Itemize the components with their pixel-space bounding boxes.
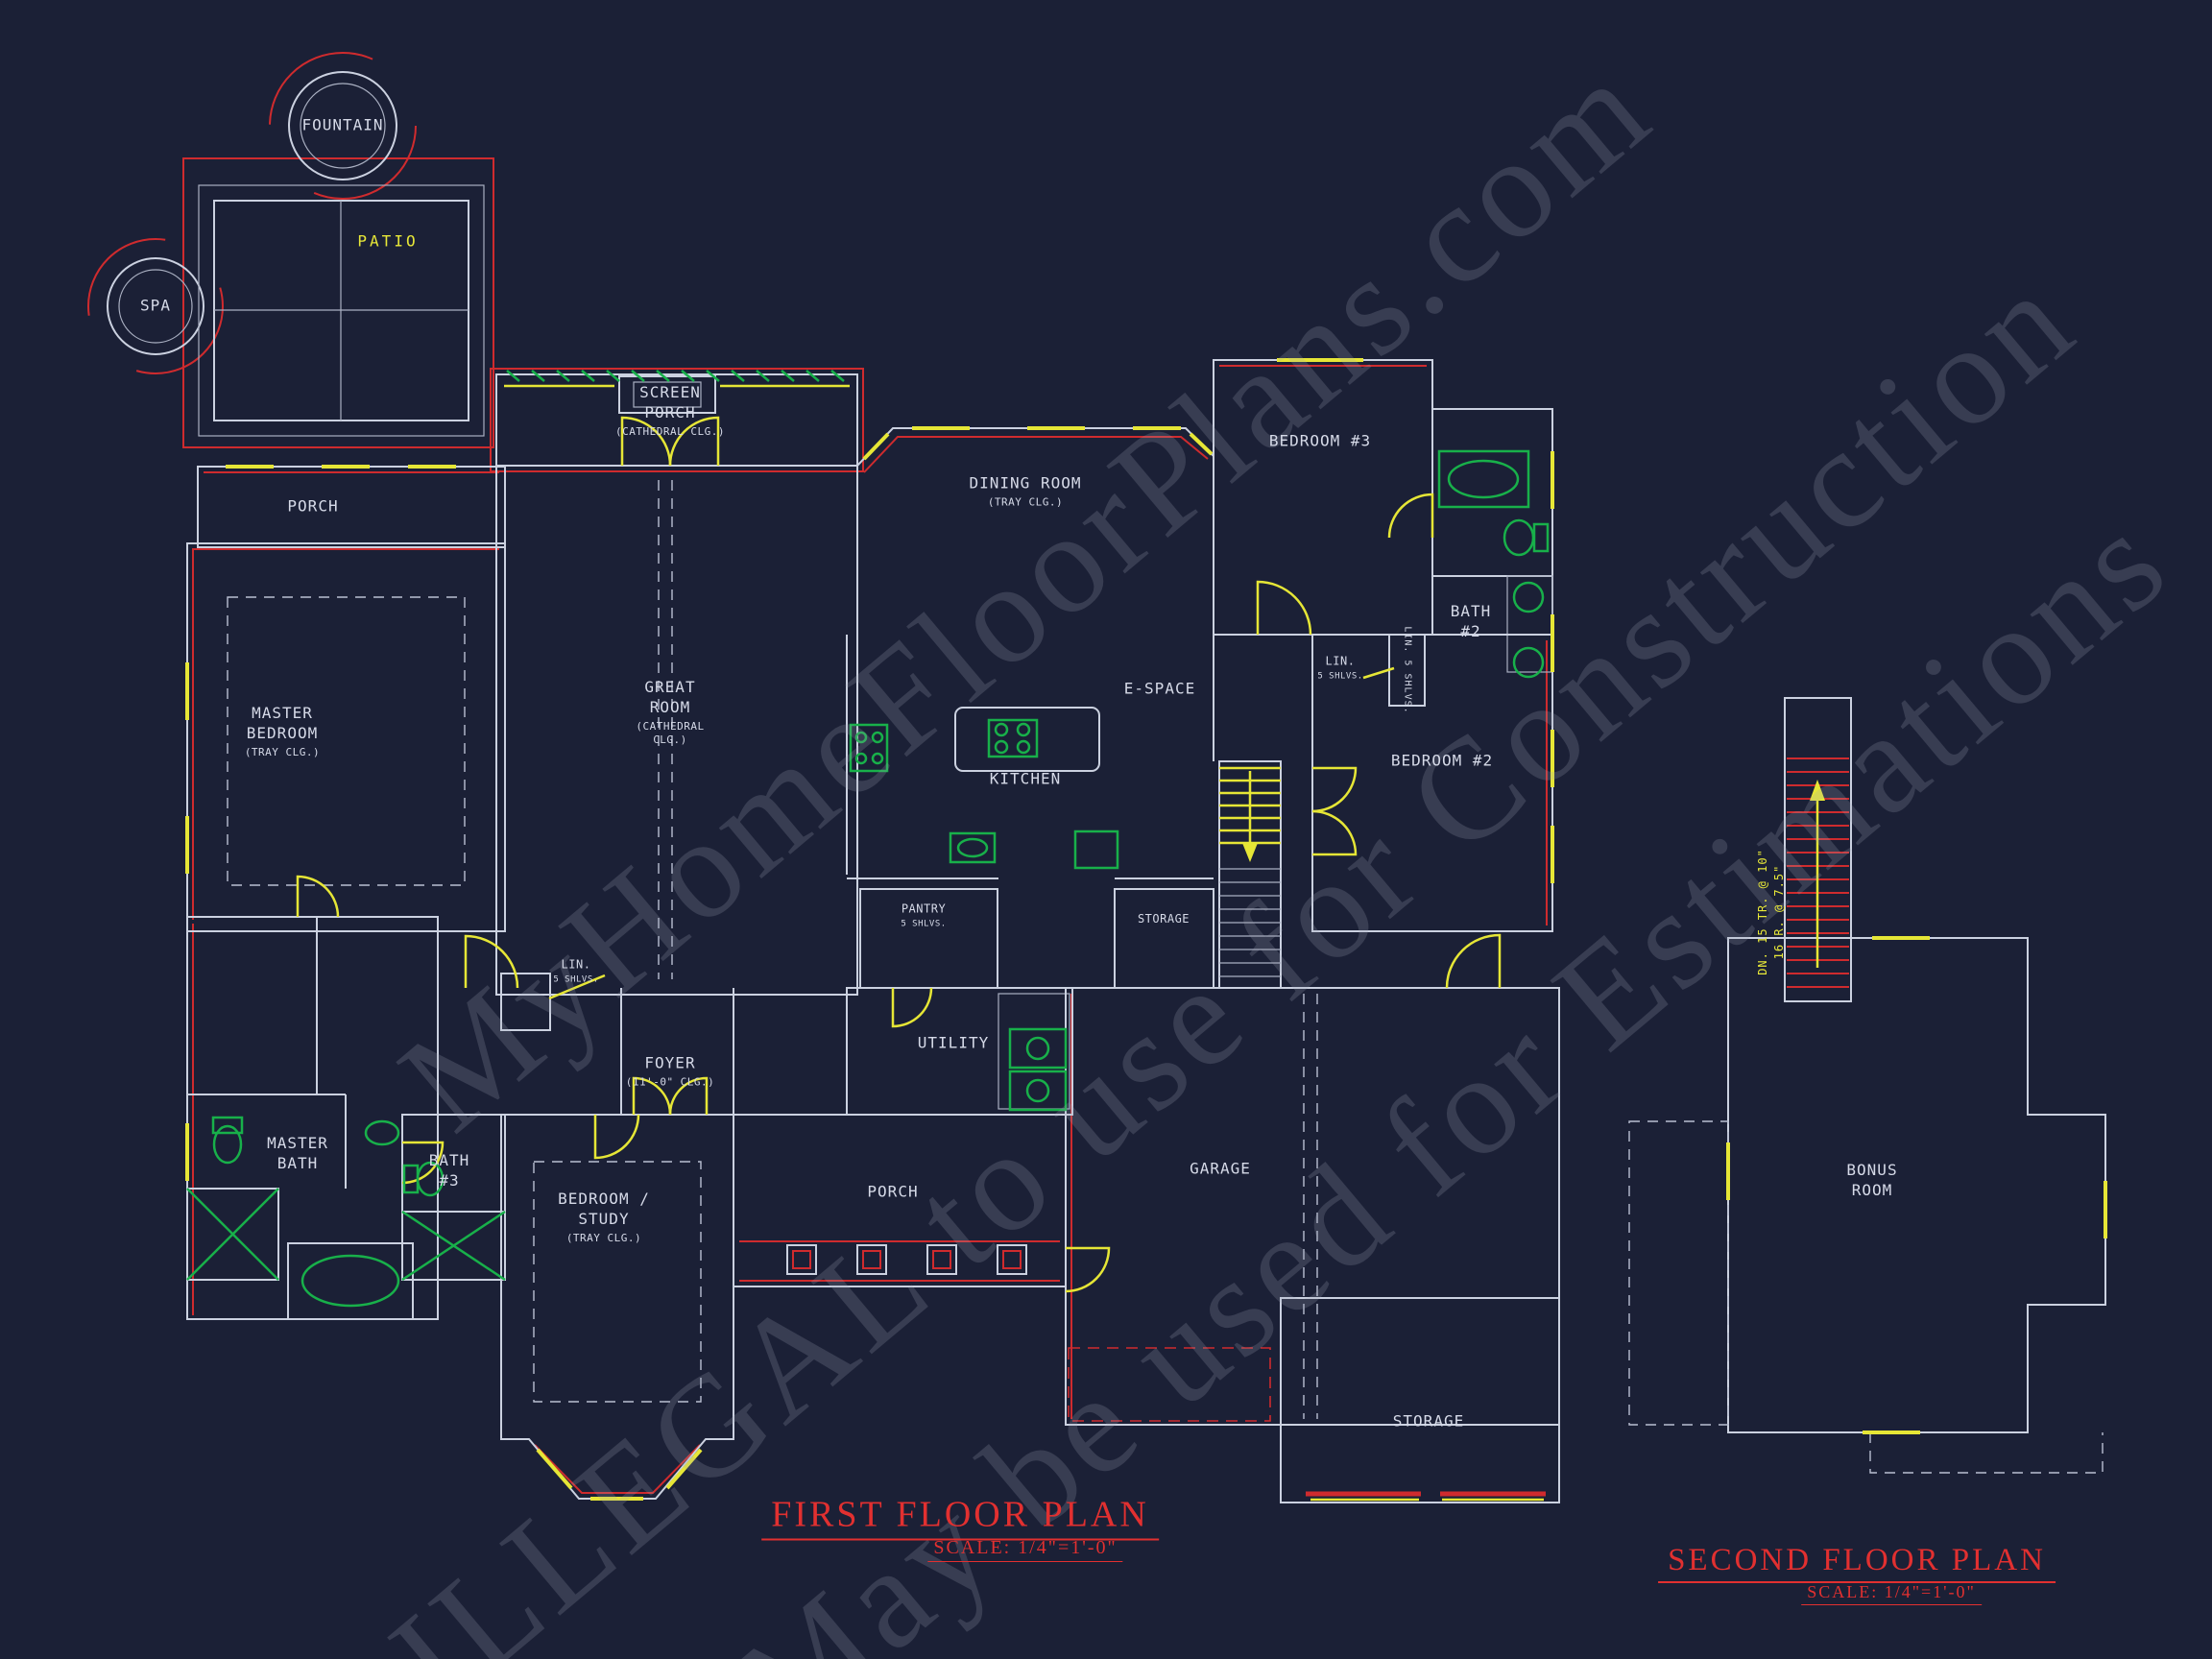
label-stair-note: DN. 15 TR. @ 10" 16 R. @ 7.5" [1756, 849, 1786, 975]
dashed-lines [227, 480, 2104, 1474]
label-fountain: FOUNTAIN [301, 115, 384, 134]
label-kitchen: KITCHEN [989, 769, 1062, 788]
second-floor-scale: SCALE: 1/4"=1'-0" [1801, 1582, 1982, 1605]
label-espace: E-SPACE [1123, 679, 1196, 698]
label-patio: PATIO [357, 231, 419, 251]
label-screen-porch: SCREEN PORCH (CATHEDRAL CLG.) [615, 383, 725, 438]
label-porch-top: PORCH [287, 496, 339, 516]
label-porch-bottom: PORCH [867, 1182, 919, 1201]
label-utility: UTILITY [917, 1033, 990, 1052]
label-great-room: GREAT ROOM (CATHEDRAL CLG.) [636, 677, 705, 746]
label-dining: DINING ROOM (TRAY CLG.) [969, 473, 1082, 509]
label-master-bedroom: MASTER BEDROOM (TRAY CLG.) [244, 704, 321, 758]
fixtures [186, 370, 1550, 1308]
label-linen-1: LIN. 5 SHLVS. [1317, 654, 1363, 681]
label-master-bath: MASTER BATH [267, 1134, 328, 1172]
label-linen-2: LIN. 5 SHLVS. [553, 957, 599, 984]
label-linen-vertical: LIN. 5 SHLVS. [1402, 626, 1413, 714]
wall-lines [107, 71, 2106, 1503]
label-garage: GARAGE [1190, 1159, 1251, 1178]
label-spa: SPA [140, 296, 171, 315]
label-storage-center: STORAGE [1137, 912, 1190, 926]
label-bonus-room: BONUS ROOM [1846, 1161, 1898, 1199]
first-floor-scale: SCALE: 1/4"=1'-0" [927, 1537, 1123, 1562]
second-floor-title: SECOND FLOOR PLAN [1658, 1543, 2056, 1583]
label-pantry: PANTRY 5 SHLVS. [901, 902, 947, 928]
label-bath2: BATH #2 [1450, 602, 1492, 640]
first-floor-title: FIRST FLOOR PLAN [761, 1494, 1159, 1541]
label-storage-garage: STORAGE [1392, 1411, 1465, 1431]
label-bedroom3: BEDROOM #3 [1268, 431, 1372, 450]
window-door-marks [185, 358, 2107, 1502]
label-bedroom2: BEDROOM #2 [1390, 751, 1494, 770]
label-bath3: BATH #3 [428, 1151, 470, 1190]
label-bedroom-study: BEDROOM / STUDY (TRAY CLG.) [558, 1190, 650, 1244]
label-foyer: FOYER (11'-0" CLG.) [625, 1053, 715, 1089]
